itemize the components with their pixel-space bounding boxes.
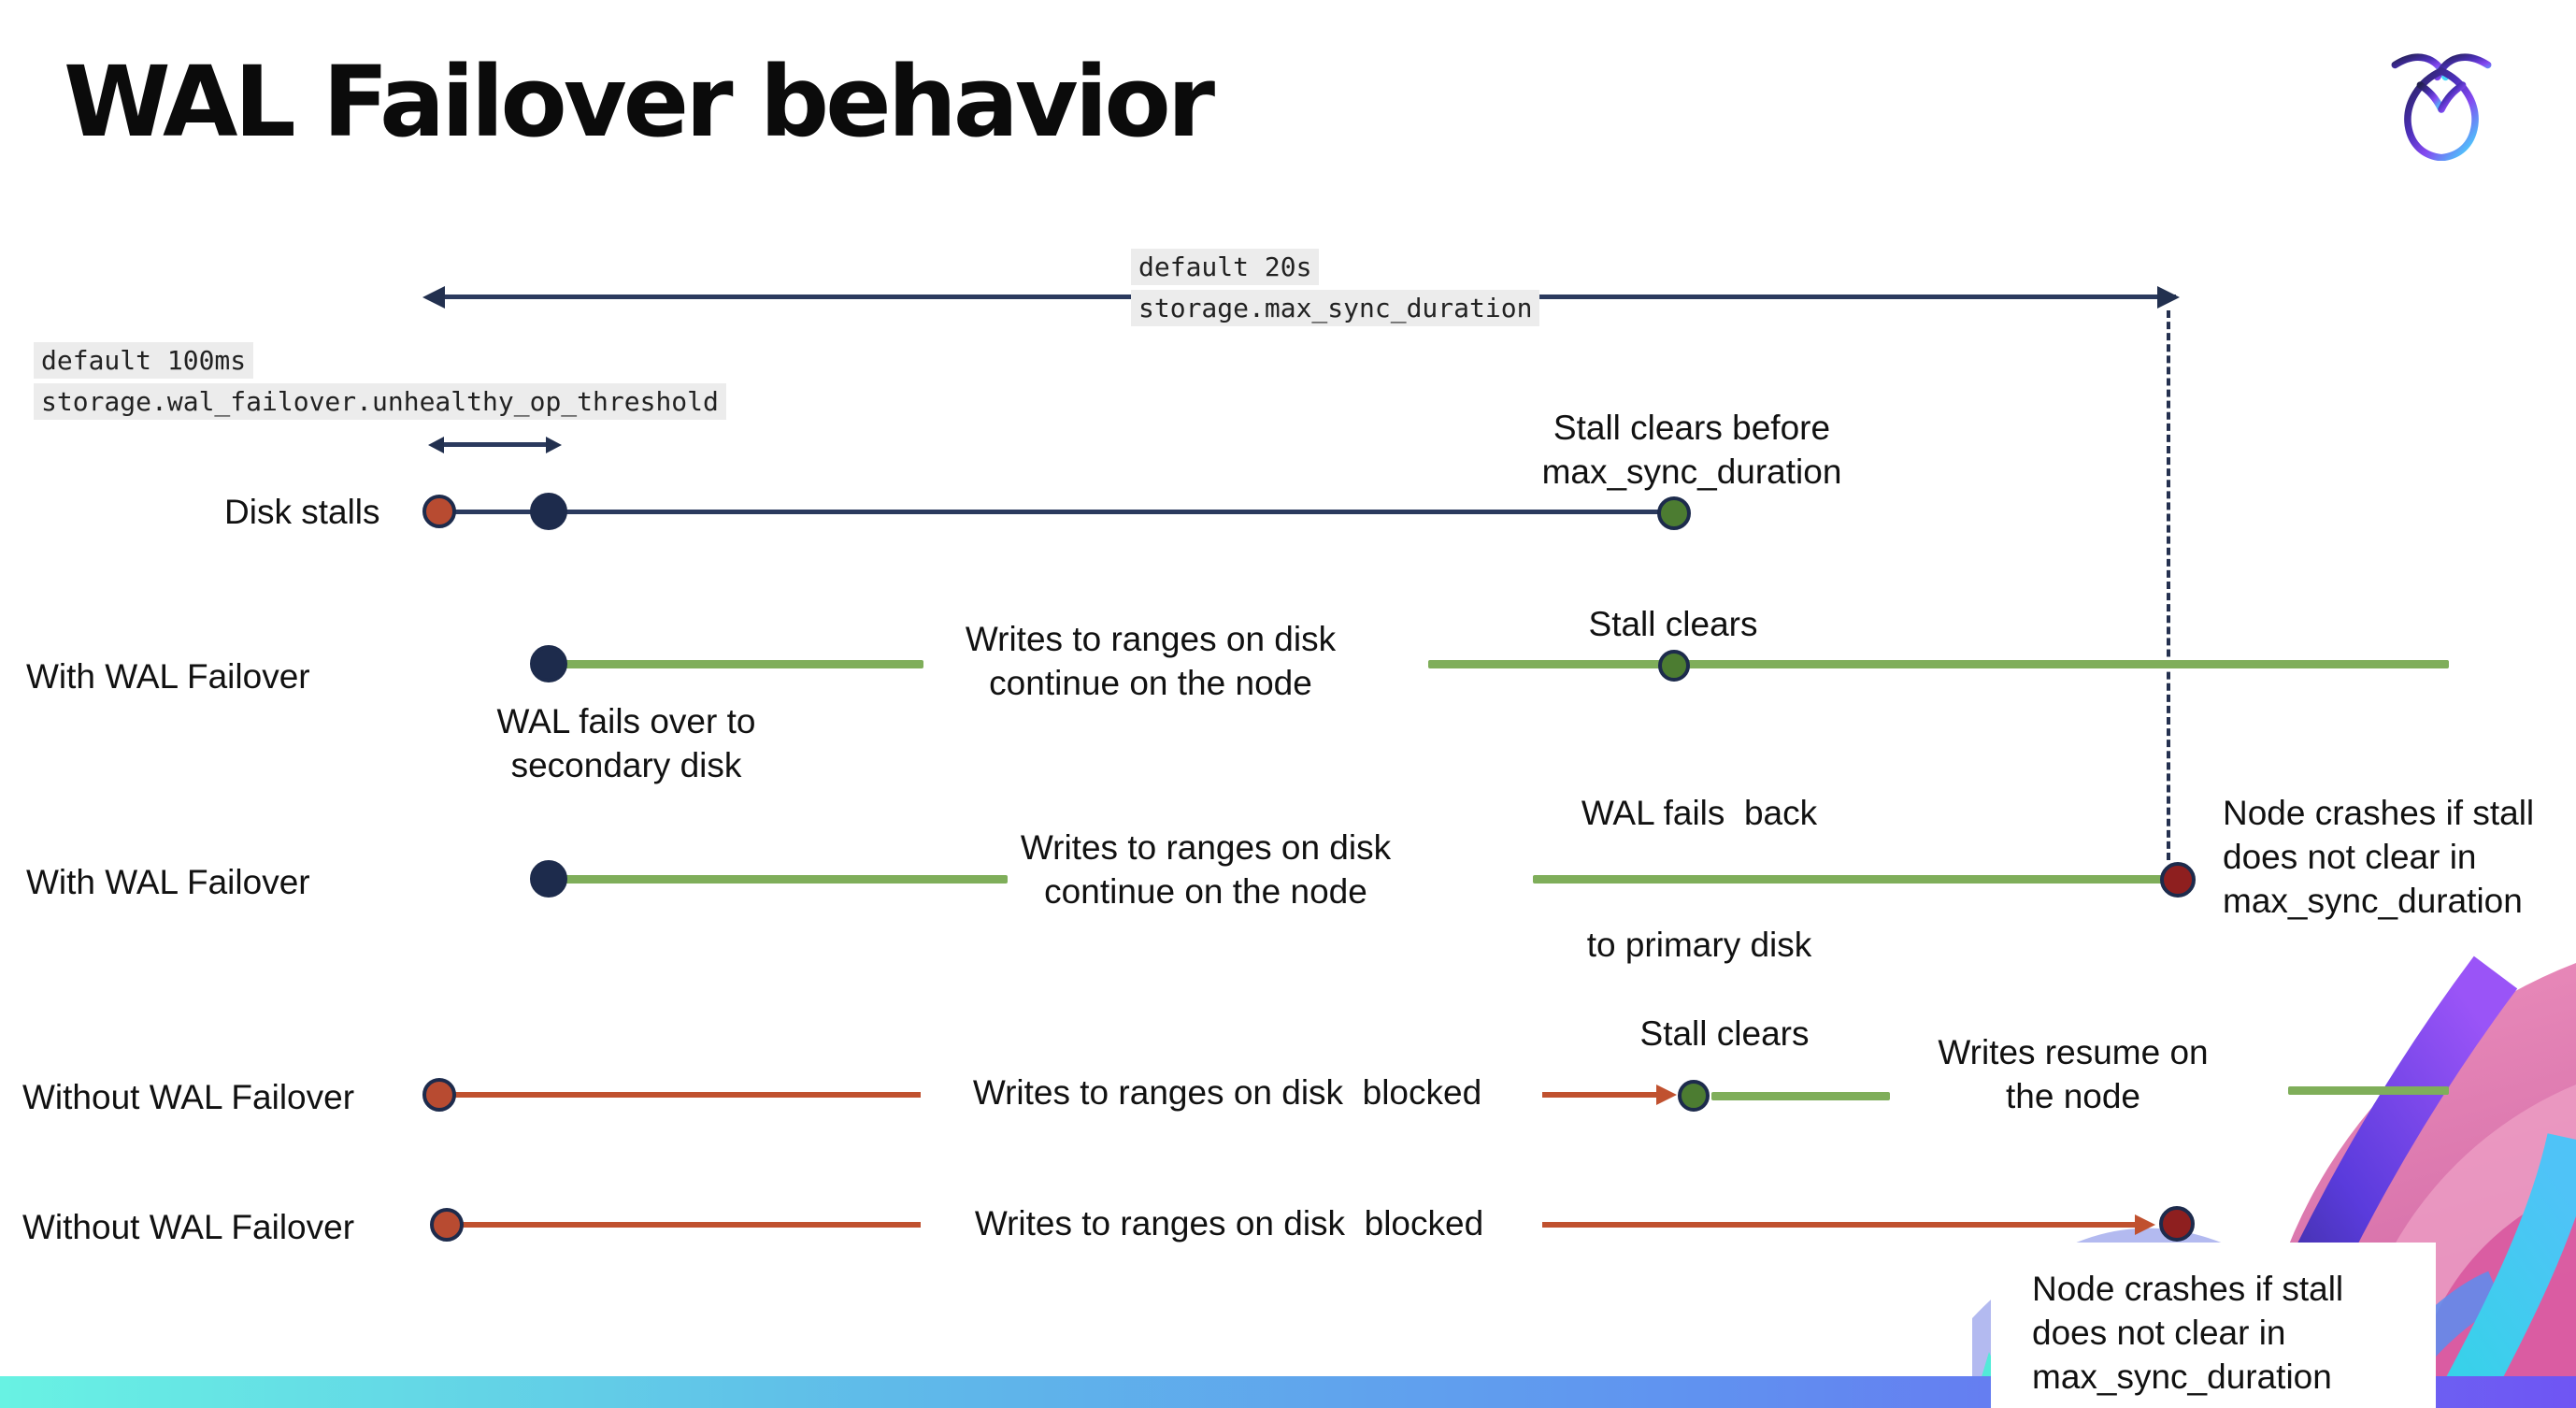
row-label-with-wal-failover-1: With WAL Failover: [26, 657, 310, 696]
stall-start-dot-2: [422, 1078, 456, 1112]
failback-annotation: WAL fails back to primary disk: [1581, 794, 1818, 964]
max-sync-deadline-dashed-line: [2167, 310, 2170, 860]
writes-resume-line-a: [1711, 1092, 1890, 1100]
page-title: WAL Failover behavior: [64, 45, 1215, 159]
stall-start-dot: [422, 495, 456, 528]
row-label-without-wal-failover-2: Without WAL Failover: [22, 1208, 355, 1246]
writes-blocked-line-1a: [449, 1092, 921, 1098]
threshold-setting-name: storage.wal_failover.unhealthy_op_thresh…: [34, 383, 726, 420]
arrowhead-left-icon: [422, 286, 445, 309]
failover-dot-2: [530, 860, 567, 898]
threshold-arrow-line: [437, 442, 553, 447]
failover-annotation: WAL fails over to secondary disk: [496, 702, 756, 784]
unhealthy-op-threshold-label: default 100ms storage.wal_failover.unhea…: [34, 342, 726, 420]
failover-dot: [530, 645, 567, 682]
small-arrowhead-left-icon: [428, 437, 444, 453]
writes-continue-label-1: Writes to ranges on disk continue on the…: [965, 620, 1337, 702]
cockroachdb-logo-icon: [2391, 53, 2492, 161]
row-label-disk-stalls: Disk stalls: [224, 493, 380, 531]
stall-clears-label-1: Stall clears: [1588, 605, 1758, 643]
writes-blocked-label-1: Writes to ranges on disk blocked: [972, 1073, 1482, 1112]
stall-clears-label-2: Stall clears: [1639, 1014, 1810, 1053]
threshold-default-value: default 100ms: [34, 342, 254, 379]
red-arrowhead-icon-2: [2135, 1214, 2155, 1235]
writes-continue-line-1b: [1428, 660, 2449, 668]
writes-resume-label: Writes resume on the node: [1938, 1033, 2209, 1115]
stall-clears-dot: [1657, 496, 1691, 530]
stall-start-dot-3: [430, 1208, 464, 1242]
node-crash-annotation-2: Node crashes if stall does not clear in …: [1991, 1243, 2436, 1408]
writes-continue-line-2a: [556, 875, 1008, 884]
node-crash-annotation-1: Node crashes if stall does not clear in …: [2223, 794, 2535, 920]
writes-blocked-label-2: Writes to ranges on disk blocked: [974, 1204, 1484, 1243]
arrowhead-right-icon: [2157, 286, 2180, 309]
writes-blocked-line-2b: [1542, 1222, 2140, 1228]
writes-blocked-line-2a: [456, 1222, 921, 1228]
max-sync-setting-name: storage.max_sync_duration: [1131, 290, 1540, 326]
max-sync-duration-label: default 20s storage.max_sync_duration: [1131, 249, 1540, 326]
node-crash-dot-2: [2159, 1206, 2195, 1242]
disk-stall-timeline: [439, 510, 1673, 514]
row-label-without-wal-failover-1: Without WAL Failover: [22, 1078, 355, 1116]
failback-dot: [1658, 650, 1690, 682]
small-arrowhead-right-icon: [546, 437, 562, 453]
writes-continue-line-1a: [556, 660, 923, 668]
writes-continue-line-2b: [1533, 875, 2170, 884]
writes-continue-label-2: Writes to ranges on disk continue on the…: [1020, 828, 1392, 911]
max-sync-default-value: default 20s: [1131, 249, 1320, 285]
stall-clears-dot-2: [1678, 1080, 1710, 1112]
red-arrowhead-icon-1: [1656, 1085, 1677, 1105]
node-crash-dot: [2160, 862, 2196, 898]
threshold-dot: [530, 493, 567, 530]
writes-blocked-line-1b: [1542, 1092, 1662, 1098]
writes-resume-line-b: [2288, 1086, 2449, 1095]
stall-clears-before-label: Stall clears before max_sync_duration: [1541, 409, 1842, 491]
row-label-with-wal-failover-2: With WAL Failover: [26, 863, 310, 901]
